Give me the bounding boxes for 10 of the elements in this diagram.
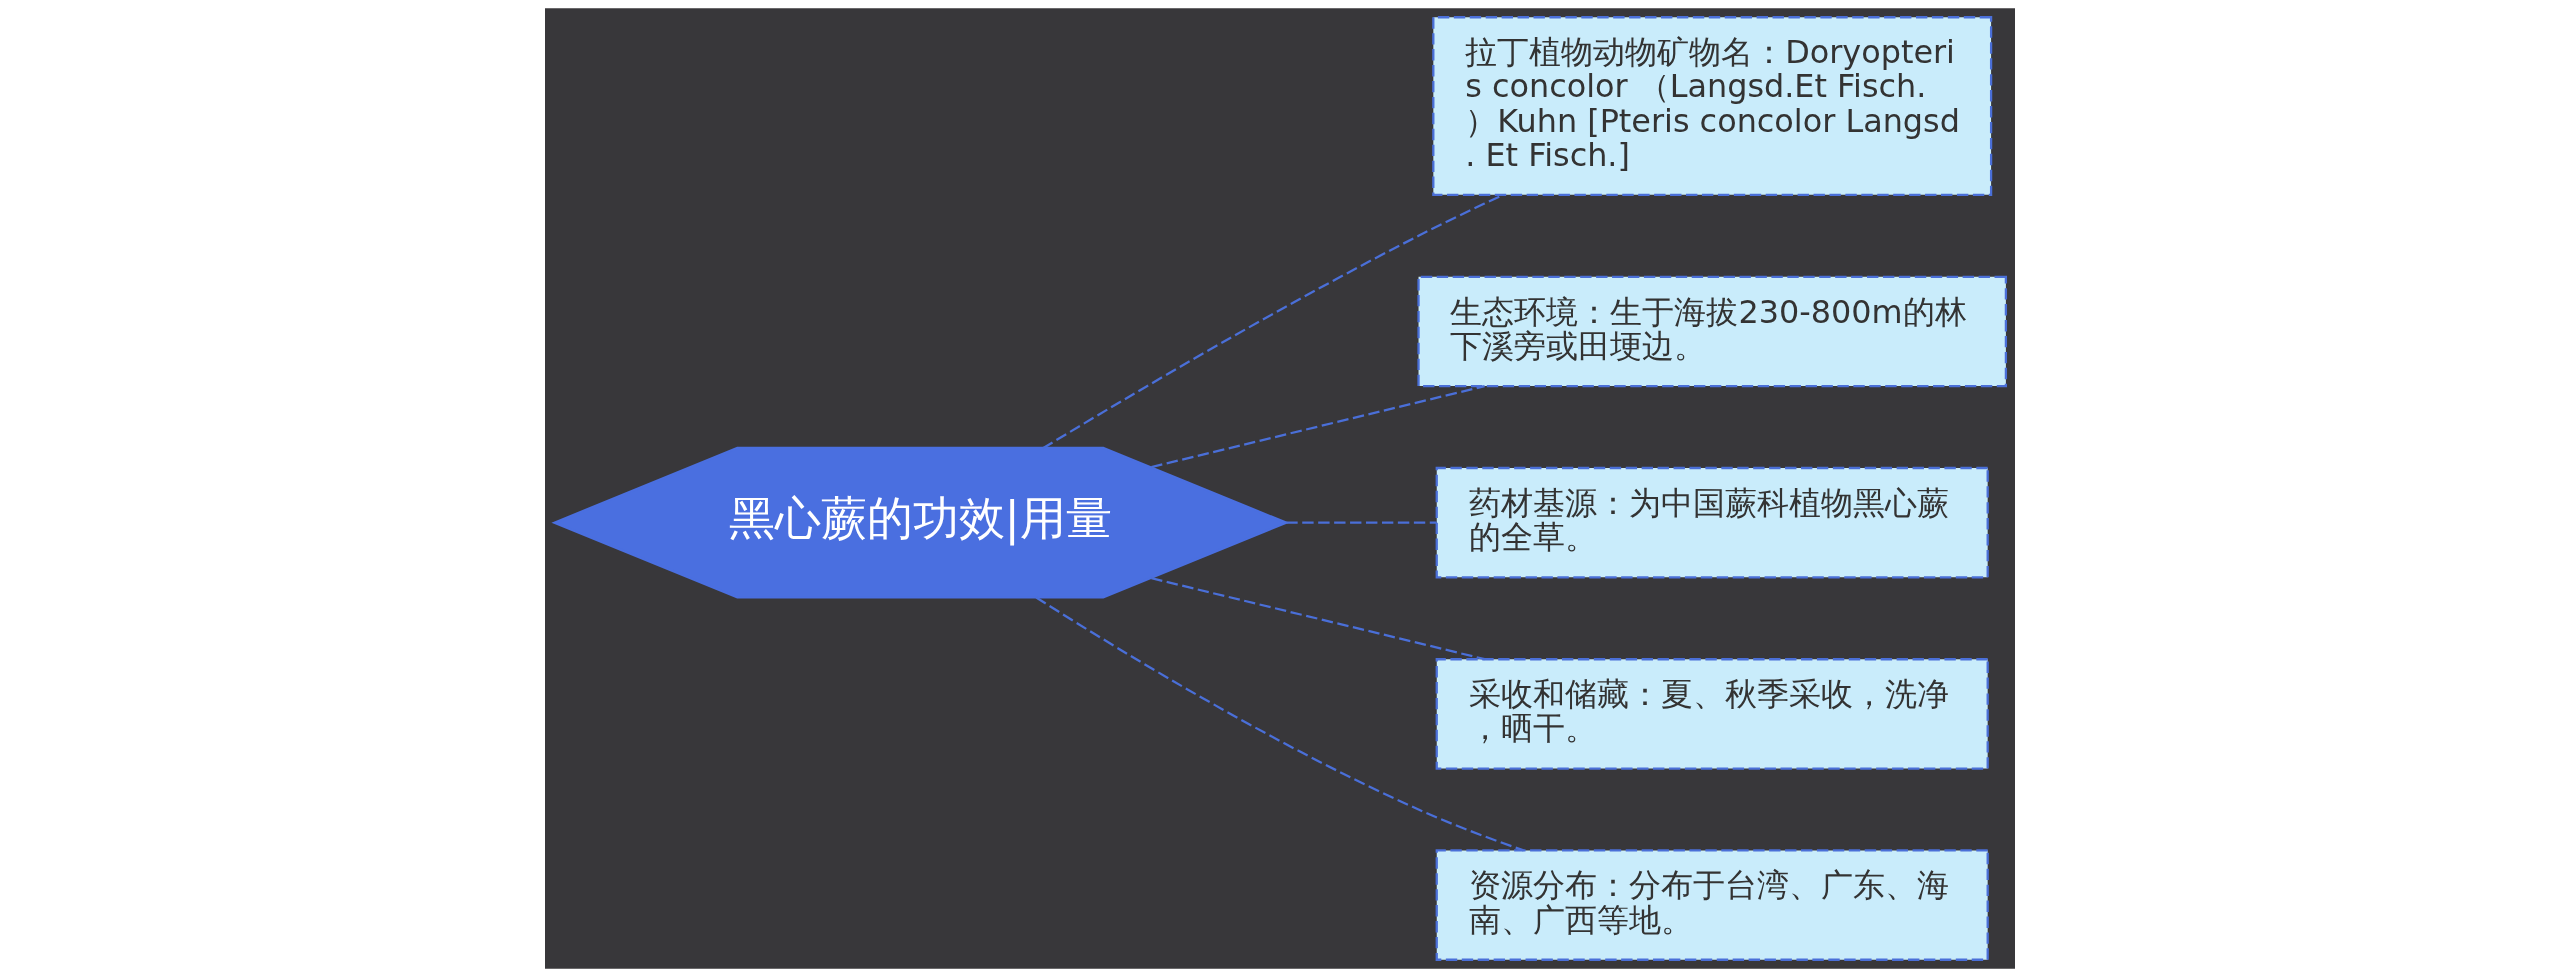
connector bbox=[1035, 596, 1524, 852]
node-box: 药材基源：为中国蕨科植物黑心蕨的全草。 bbox=[1435, 466, 1989, 579]
node-box: 采收和储藏：夏、秋季采收，洗净，晒干。 bbox=[1435, 658, 1989, 770]
connector bbox=[1042, 194, 1503, 450]
node-box: 资源分布：分布于台湾、广东、海南、广西等地。 bbox=[1435, 849, 1989, 961]
connector bbox=[1151, 385, 1485, 469]
node-box: 拉丁植物动物矿物名：Doryopteris concolor （Langsd.Et Fisch.）Kuhn [Pteris concolor Langsd. Et Fisch.] bbox=[1432, 16, 1993, 196]
node-box: 生态环境：生于海拔230-800m的林下溪旁或田埂边。 bbox=[1417, 275, 2008, 388]
connector bbox=[1286, 521, 1437, 524]
connector bbox=[1151, 577, 1485, 661]
